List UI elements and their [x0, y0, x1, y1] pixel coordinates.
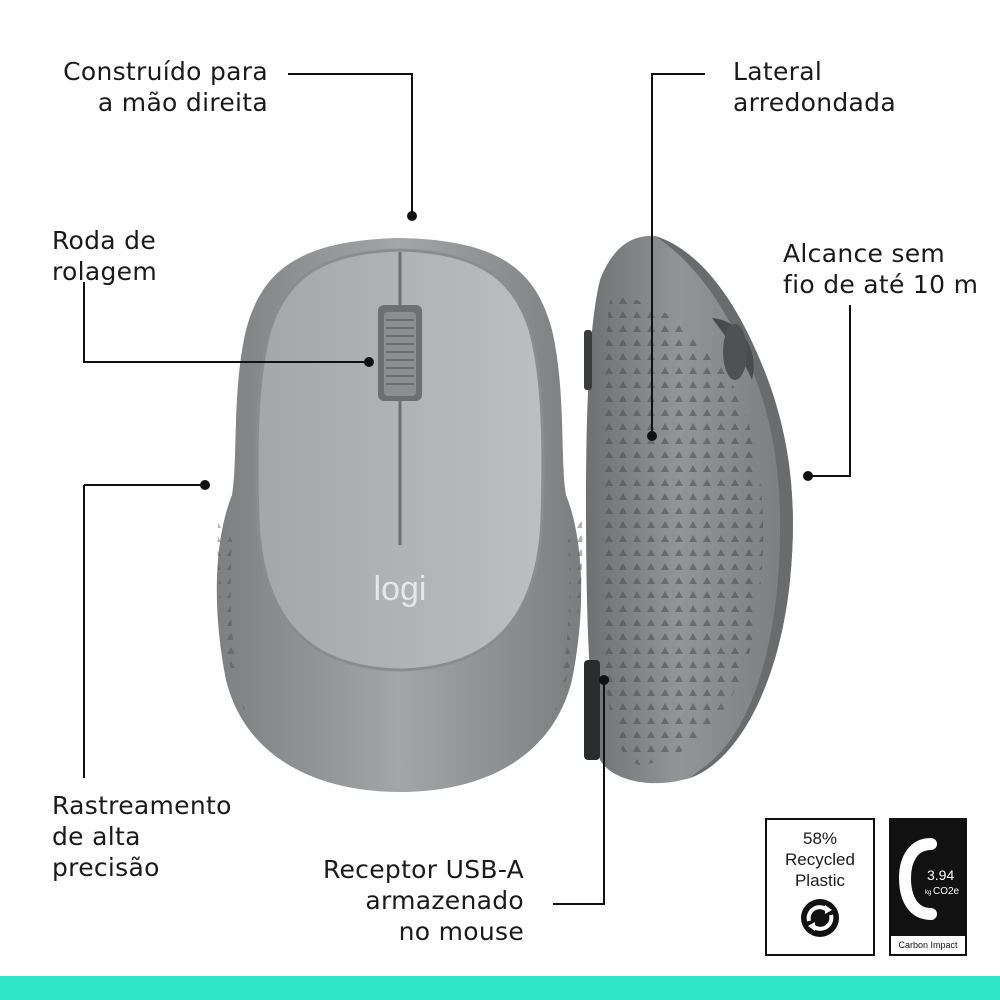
label-scroll-wheel: Roda de rolagem — [52, 226, 157, 286]
accent-bar — [0, 976, 1000, 1000]
recycled-plastic-badge: 58% Recycled Plastic — [765, 818, 875, 956]
label-rounded-side: Lateral arredondada — [733, 57, 896, 117]
scroll-wheel — [384, 312, 416, 396]
svg-text:kg: kg — [925, 890, 931, 896]
recycled-line2: Plastic — [794, 871, 846, 890]
callout-dot-rounded-side — [647, 431, 657, 441]
callout-dot-receiver — [599, 675, 609, 685]
recycled-line1: Recycled — [785, 850, 855, 869]
carbon-impact-badge: 3.94 kg CO2e Carbon Impact — [889, 818, 967, 956]
callout-lines — [83, 73, 851, 905]
recycle-arrows-icon — [801, 899, 839, 937]
mouse-top-view: logi — [216, 238, 583, 792]
callout-dot-tracking — [200, 480, 210, 490]
brand-logo: logi — [374, 570, 427, 608]
callout-dot-scroll-wheel — [364, 357, 374, 367]
recycled-percent: 58% — [802, 829, 838, 848]
callout-dot-wireless — [803, 471, 813, 481]
label-receiver: Receptor USB-A armazenado no mouse — [322, 855, 524, 946]
svg-text:CO2e: CO2e — [933, 886, 960, 897]
label-tracking: Rastreamento de alta precisão — [52, 791, 232, 882]
callout-dot-right-hand — [407, 211, 417, 221]
carbon-c-icon: 3.94 kg CO2e — [898, 838, 960, 920]
svg-text:3.94: 3.94 — [927, 867, 954, 883]
label-right-hand: Construído para a mão direita — [63, 57, 268, 117]
carbon-caption: Carbon Impact — [891, 936, 965, 954]
label-wireless-range: Alcance sem fio de até 10 m — [783, 239, 979, 299]
mouse-side-view — [584, 235, 793, 784]
